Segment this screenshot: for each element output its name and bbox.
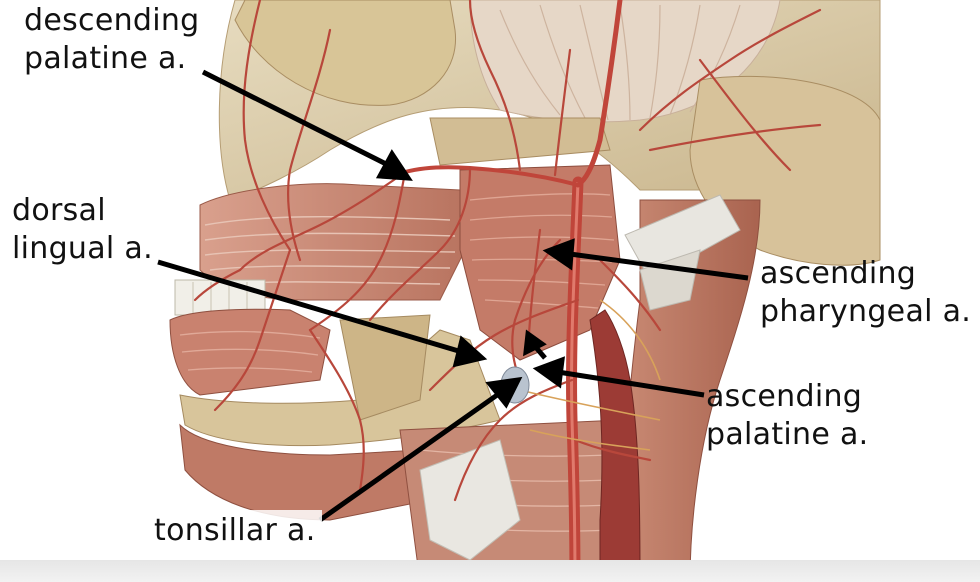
label-dorsal-lingual-line2: lingual a. bbox=[12, 231, 153, 266]
nerve-branches bbox=[519, 299, 661, 451]
arrow-ascending-pharyngeal-head bbox=[542, 238, 575, 271]
label-descending-palatine-line2: palatine a. bbox=[24, 41, 187, 76]
label-descending-palatine-line1: descending bbox=[24, 3, 200, 38]
arrow-ascending-pharyngeal bbox=[569, 251, 749, 281]
label-descending-palatine-artery: descending palatine a. bbox=[24, 2, 200, 78]
fascia-band bbox=[419, 439, 521, 561]
label-arrows bbox=[157, 69, 749, 523]
mandible-ramus bbox=[339, 314, 431, 421]
lips-region bbox=[169, 308, 331, 396]
arrow-dorsal-lingual-head bbox=[452, 335, 488, 368]
arrow-tonsillar-head bbox=[485, 376, 523, 409]
label-dorsal-lingual-line1: dorsal bbox=[12, 193, 106, 228]
label-dorsal-lingual-artery: dorsal lingual a. bbox=[12, 192, 153, 268]
label-ascending-pharyngeal-line1: ascending bbox=[760, 256, 917, 291]
arrow-ascending-palatine bbox=[557, 369, 705, 398]
arrow-descending-palatine-head bbox=[375, 149, 413, 181]
label-tonsillar-line1: tonsillar a. bbox=[154, 513, 316, 548]
arrow-dorsal-lingual bbox=[157, 259, 463, 355]
orbit-region bbox=[234, 0, 457, 106]
label-ascending-pharyngeal-line2: pharyngeal a. bbox=[760, 294, 972, 329]
arrow-tonsillar bbox=[318, 390, 502, 523]
arrow-ascending-palatine-2-head bbox=[523, 329, 547, 357]
arrow-descending-palatine bbox=[201, 69, 390, 168]
tonsillar-label-backdrop bbox=[150, 510, 322, 552]
label-ascending-palatine-artery: ascending palatine a. bbox=[706, 378, 868, 454]
bottom-bar bbox=[0, 560, 980, 582]
label-ascending-palatine-line2: palatine a. bbox=[706, 417, 869, 452]
facial-artery-network bbox=[193, 0, 822, 502]
label-ascending-pharyngeal-artery: ascending pharyngeal a. bbox=[760, 255, 971, 331]
superficial-temporal-artery bbox=[575, 0, 623, 188]
zygomatic-region bbox=[429, 117, 611, 166]
label-ascending-palatine-line1: ascending bbox=[706, 379, 863, 414]
arrow-ascending-palatine-head bbox=[532, 356, 565, 389]
label-tonsillar-artery: tonsillar a. bbox=[154, 512, 316, 550]
